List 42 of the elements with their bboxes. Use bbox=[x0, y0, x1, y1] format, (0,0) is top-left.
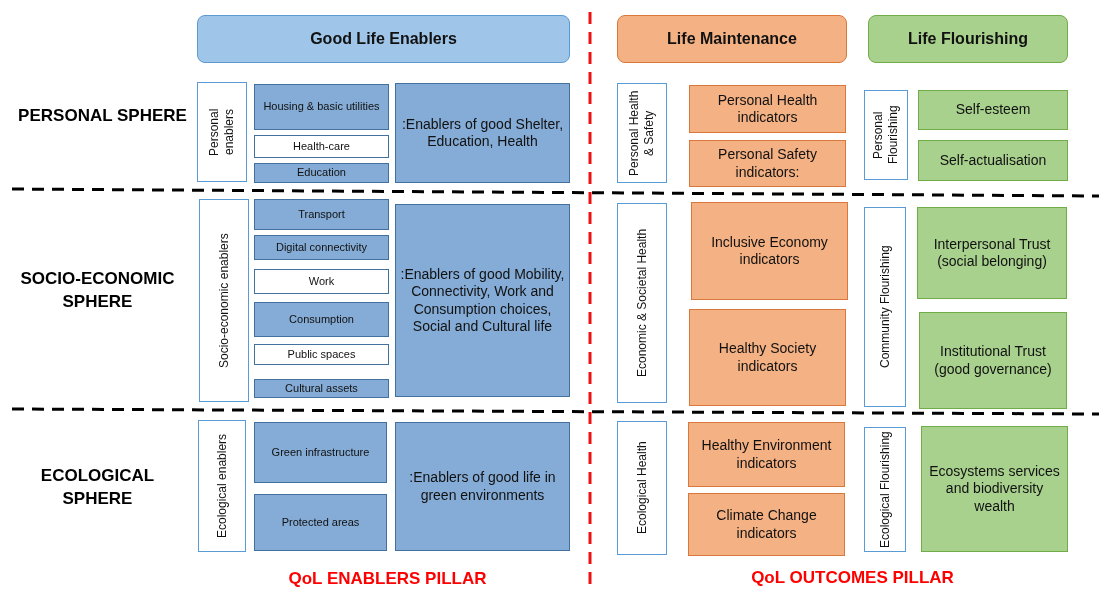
enabler-box: Housing & basic utilities bbox=[254, 84, 389, 130]
category-label-box: Community Flourishing bbox=[864, 207, 906, 407]
pillar-label: QoL ENABLERS PILLAR bbox=[287, 568, 488, 590]
enabler-box: Work bbox=[254, 269, 389, 294]
category-label-box: Ecological enablers bbox=[198, 420, 246, 552]
description-box: :Enablers of good Mobility, Connectivity, Work and Consumption choices, Social and Cultural life bbox=[395, 204, 570, 397]
flourishing-box: Ecosystems services and biodiversity wealth bbox=[921, 426, 1068, 552]
category-label-box: Personal Health & Safety bbox=[617, 83, 667, 183]
enabler-box: Education bbox=[254, 163, 389, 183]
flourishing-box: Self-actualisation bbox=[918, 140, 1068, 181]
category-label-box: Socio-economic enablers bbox=[199, 199, 249, 402]
column-header: Good Life Enablers bbox=[197, 15, 570, 63]
category-label-box: Ecological Health bbox=[617, 421, 667, 555]
enabler-box: Consumption bbox=[254, 302, 389, 337]
category-label-box: Personal Flourishing bbox=[864, 90, 908, 180]
indicator-box: Healthy Environment indicators bbox=[688, 422, 845, 487]
sphere-label: PERSONAL SPHERE bbox=[17, 105, 188, 127]
pillar-label: QoL OUTCOMES PILLAR bbox=[750, 567, 955, 589]
enabler-box: Health-care bbox=[254, 135, 389, 158]
category-label-box: Ecological Flourishing bbox=[864, 427, 906, 552]
sphere-label: ECOLOGICAL SPHERE bbox=[39, 465, 156, 510]
enabler-box: Transport bbox=[254, 199, 389, 230]
enabler-box: Cultural assets bbox=[254, 379, 389, 398]
indicator-box: Healthy Society indicators bbox=[689, 309, 846, 406]
category-label-box: Personal enablers bbox=[197, 82, 247, 182]
indicator-box: Inclusive Economy indicators bbox=[691, 202, 848, 300]
enabler-box: Digital connectivity bbox=[254, 235, 389, 260]
sphere-label: SOCIO-ECONOMIC SPHERE bbox=[19, 268, 176, 313]
column-header: Life Maintenance bbox=[617, 15, 847, 63]
enabler-box: Green infrastructure bbox=[254, 422, 387, 483]
description-box: :Enablers of good life in green environments bbox=[395, 422, 570, 551]
flourishing-box: Self-esteem bbox=[918, 90, 1068, 130]
flourishing-box: Institutional Trust (good governance) bbox=[919, 312, 1067, 409]
description-box: :Enablers of good Shelter, Education, Health bbox=[395, 83, 570, 183]
enabler-box: Public spaces bbox=[254, 344, 389, 365]
indicator-box: Personal Health indicators bbox=[689, 85, 846, 133]
enabler-box: Protected areas bbox=[254, 494, 387, 551]
flourishing-box: Interpersonal Trust (social belonging) bbox=[917, 207, 1067, 299]
column-header: Life Flourishing bbox=[868, 15, 1068, 63]
category-label-box: Economic & Societal Health bbox=[617, 203, 667, 403]
indicator-box: Climate Change indicators bbox=[688, 493, 845, 556]
indicator-box: Personal Safety indicators: bbox=[689, 140, 846, 187]
